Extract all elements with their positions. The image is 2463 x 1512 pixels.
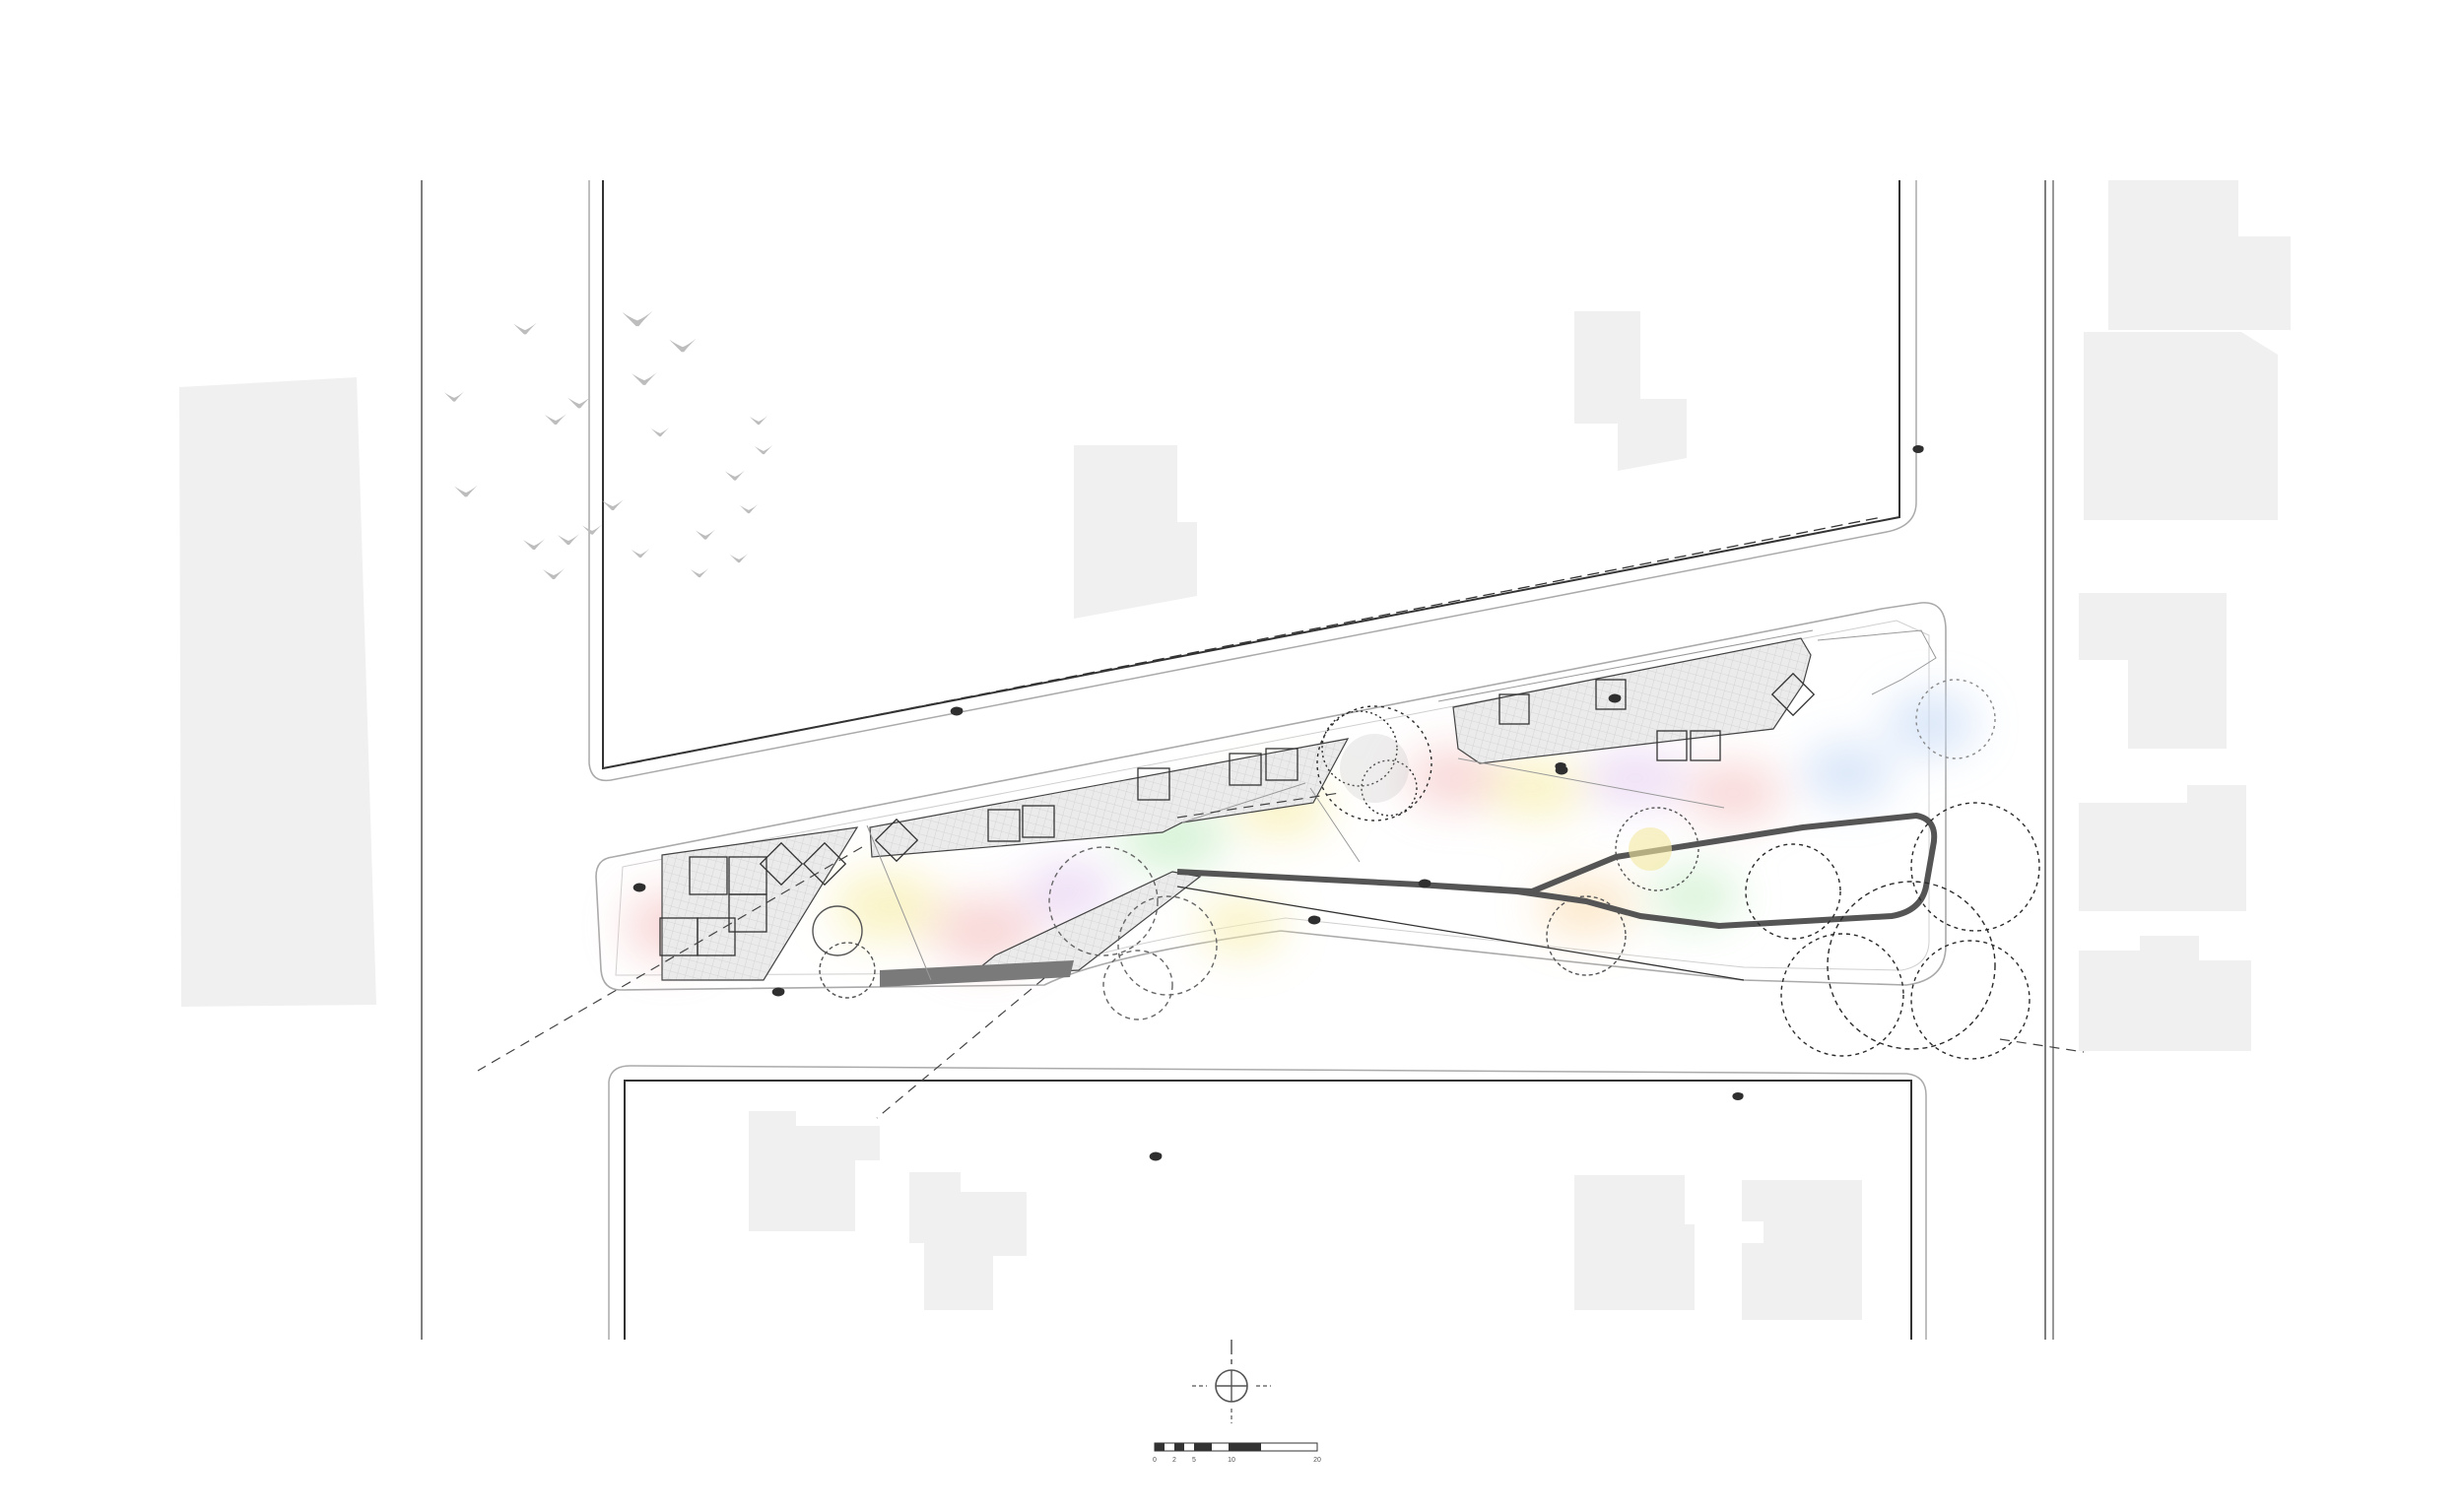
bird-icon	[669, 338, 697, 353]
inner-guide-lines	[866, 629, 1937, 981]
building-east-4	[2079, 785, 2246, 911]
dashed-sight-lines	[477, 792, 2085, 1119]
building-west	[179, 377, 376, 1007]
scale-label-5: 5	[1192, 1457, 1196, 1464]
bird-icon	[622, 310, 653, 327]
bird-icon	[602, 499, 624, 510]
bird-icon	[650, 427, 670, 437]
bird-icon	[690, 568, 709, 578]
building-north-1	[1074, 445, 1197, 619]
bird-icon	[454, 485, 478, 497]
scale-label-0: 0	[1153, 1457, 1157, 1464]
person-icon	[632, 883, 646, 892]
building-south-2	[909, 1172, 1027, 1310]
bird-icon	[567, 396, 591, 409]
bird-icon	[523, 539, 545, 550]
person-icon	[1555, 762, 1566, 770]
tree-canopy-yellow	[1629, 827, 1672, 871]
bird-icon	[443, 391, 465, 402]
person-icon	[771, 987, 785, 997]
building-east-5	[2079, 936, 2251, 1051]
building-east-3	[2079, 593, 2227, 749]
square-tiles	[659, 672, 1816, 956]
bird-icon	[632, 372, 657, 385]
building-south-3	[1574, 1175, 1695, 1310]
south-block-inner	[624, 1080, 1912, 1340]
south-block-outer	[608, 1065, 1927, 1340]
scale-label-20: 20	[1313, 1457, 1321, 1464]
north-block-inner	[602, 180, 1900, 770]
bird-icon	[729, 554, 749, 563]
scale-label-10: 10	[1228, 1457, 1235, 1464]
bird-icon	[749, 416, 768, 426]
bird-icon	[695, 529, 716, 540]
bird-icon	[739, 504, 759, 514]
scale-label-2: 2	[1172, 1457, 1176, 1464]
building-south-1	[749, 1111, 880, 1231]
person-icon	[1608, 693, 1622, 703]
bird-flock	[443, 310, 773, 579]
bird-icon	[513, 322, 537, 335]
bird-icon	[631, 549, 650, 559]
north-block-outer	[588, 180, 1917, 782]
person-icon	[1307, 915, 1321, 925]
building-east-2	[2084, 332, 2278, 520]
scale-bar: 0 2 5 10 20	[1153, 1442, 1321, 1464]
building-north-2	[1574, 311, 1687, 471]
north-arrow-icon	[1192, 1340, 1271, 1423]
person-icon	[1912, 445, 1924, 453]
building-south-4	[1742, 1180, 1862, 1320]
curved-path	[1176, 813, 1938, 929]
hatched-band-northeast	[1452, 637, 1812, 764]
tree-icon	[812, 679, 2040, 1060]
grey-bench-south	[880, 960, 1074, 987]
tree-canopy-dark	[1340, 734, 1409, 803]
bird-icon	[545, 414, 566, 425]
person-icon	[1732, 1092, 1744, 1100]
building-east-1	[2108, 180, 2291, 330]
bird-icon	[754, 445, 773, 455]
bird-icon	[558, 534, 579, 545]
path-edge-line	[1176, 886, 1745, 981]
person-icon	[1149, 1151, 1163, 1161]
bird-icon	[543, 568, 565, 579]
person-icon	[1418, 879, 1431, 888]
person-icon	[950, 706, 964, 716]
park-strip-outline	[595, 602, 1947, 991]
bird-icon	[724, 470, 746, 481]
hatched-band-west	[661, 826, 859, 981]
bird-icon	[581, 524, 603, 535]
